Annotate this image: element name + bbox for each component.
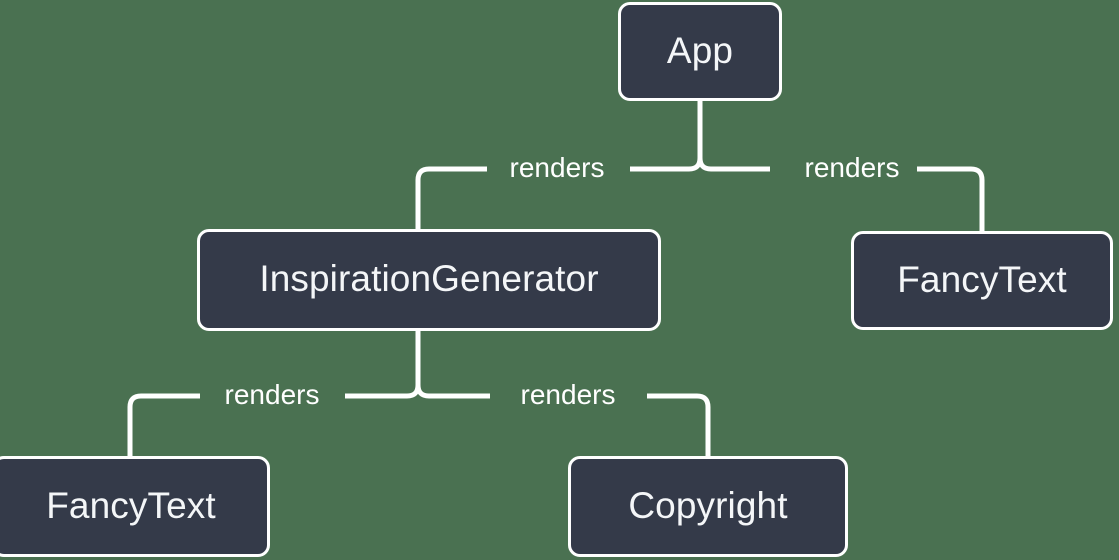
edge-label-inspiration-generator-to-fancytext-left: renders	[224, 379, 320, 410]
edge-app-to-inspgen	[415, 166, 487, 229]
edge-inspgen-stem	[345, 331, 421, 399]
edge-inspgen-stem-right	[415, 384, 490, 399]
node-fancytext-right-label: FancyText	[897, 258, 1067, 300]
edge-label-inspiration-generator-to-copyright: renders	[520, 379, 616, 410]
node-copyright[interactable]: Copyright	[568, 456, 848, 557]
node-app[interactable]: App	[618, 2, 782, 101]
node-inspiration-generator-label: InspirationGenerator	[259, 258, 599, 299]
edge-app-stem	[630, 101, 703, 172]
node-fancytext-left[interactable]: FancyText	[0, 456, 270, 557]
edge-label-app-to-fancytext-right: renders	[804, 152, 900, 183]
edge-app-to-fancyright	[917, 166, 985, 231]
edge-inspgen-to-copyright	[647, 393, 711, 456]
edge-label-app-to-inspiration-generator: renders	[509, 152, 605, 183]
node-inspiration-generator[interactable]: InspirationGenerator	[197, 229, 661, 331]
edge-app-stem-right	[697, 157, 770, 172]
edge-inspgen-to-fancyleft	[127, 393, 200, 456]
node-fancytext-left-label: FancyText	[46, 484, 216, 526]
node-copyright-label: Copyright	[628, 484, 788, 526]
node-app-label: App	[666, 29, 734, 71]
node-fancytext-right[interactable]: FancyText	[851, 231, 1113, 330]
